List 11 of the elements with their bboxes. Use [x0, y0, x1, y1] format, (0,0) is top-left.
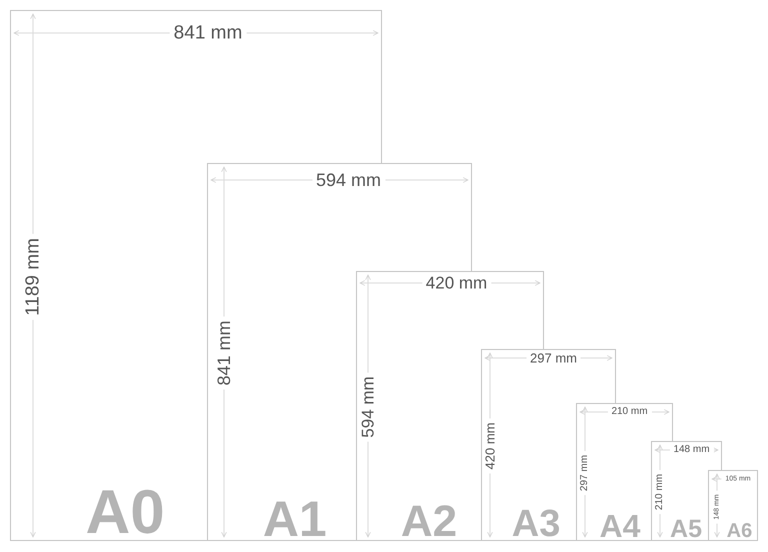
paper-sheet: [708, 470, 758, 541]
size-label: A2: [400, 502, 458, 540]
dimension-label: 148 mm: [669, 444, 714, 456]
size-label: A3: [510, 508, 562, 540]
size-label: A0: [84, 487, 166, 540]
size-label: A1: [262, 498, 328, 540]
size-label: A4: [598, 512, 642, 540]
size-label: A6: [726, 523, 754, 540]
size-label: A5: [669, 518, 703, 540]
dimension-label: 297 mm: [526, 350, 581, 366]
dimension-label: 420 mm: [482, 418, 498, 474]
